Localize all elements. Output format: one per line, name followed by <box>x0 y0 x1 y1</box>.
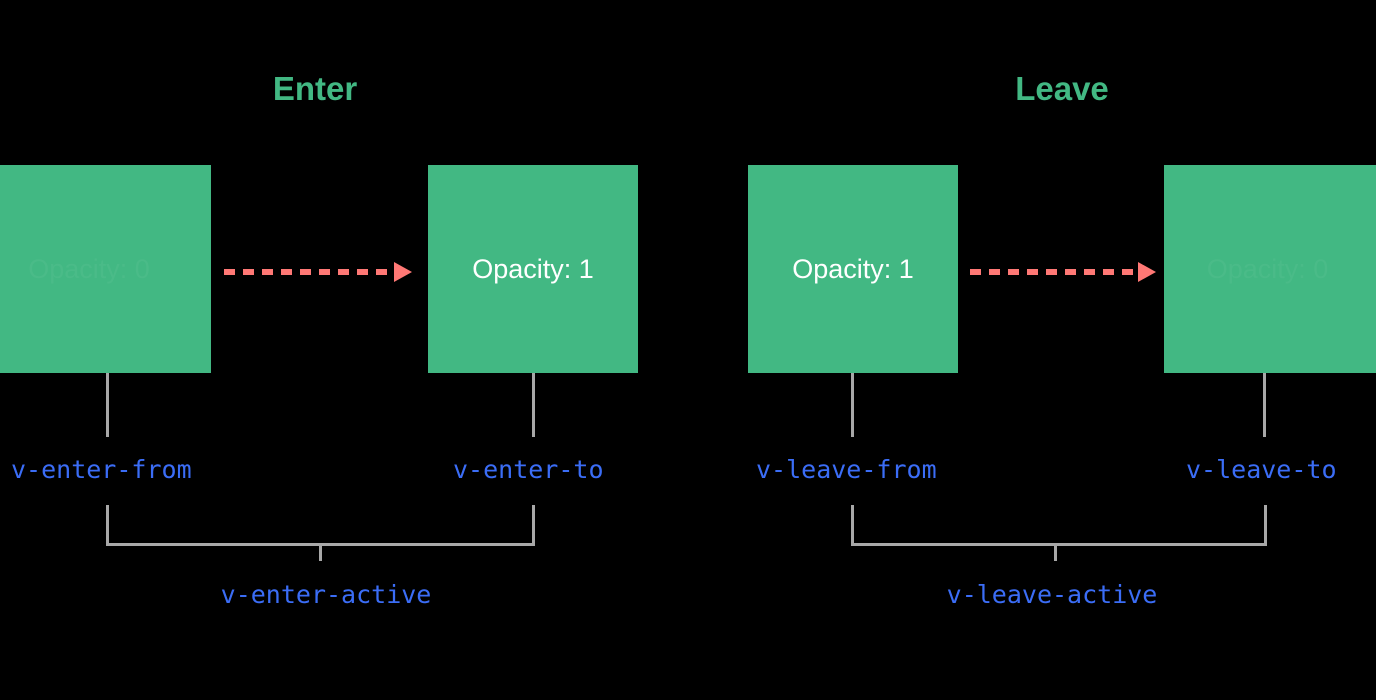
leave-end-box-label: Opacity: 0 <box>1207 255 1329 283</box>
class-label-v-enter-from: v-enter-from <box>11 455 192 484</box>
leave-from-stem <box>851 373 854 437</box>
enter-start-box: Opacity: 0 <box>0 165 211 373</box>
enter-transition-arrow <box>224 262 412 282</box>
class-label-v-leave-to: v-leave-to <box>1186 455 1337 484</box>
leave-arrow-head-icon <box>1138 262 1156 282</box>
enter-end-box: Opacity: 1 <box>428 165 638 373</box>
class-label-v-enter-to: v-enter-to <box>453 455 604 484</box>
leave-active-bracket <box>851 505 1267 546</box>
enter-active-bracket-tick <box>319 543 322 561</box>
leave-start-box-label: Opacity: 1 <box>792 253 914 284</box>
leave-end-box: Opacity: 0 <box>1164 165 1376 373</box>
class-label-v-enter-active: v-enter-active <box>220 580 432 609</box>
leave-start-box: Opacity: 1 <box>748 165 958 373</box>
enter-start-box-label: Opacity: 0 <box>28 255 150 283</box>
enter-from-stem <box>106 373 109 437</box>
leave-arrow-line <box>970 269 1138 275</box>
enter-arrow-line <box>224 269 394 275</box>
leave-transition-arrow <box>970 262 1158 282</box>
leave-to-stem <box>1263 373 1266 437</box>
enter-arrow-head-icon <box>394 262 412 282</box>
section-heading-leave: Leave <box>1015 70 1109 107</box>
leave-active-bracket-tick <box>1054 543 1057 561</box>
class-label-v-leave-from: v-leave-from <box>756 455 937 484</box>
enter-active-bracket <box>106 505 535 546</box>
enter-end-box-label: Opacity: 1 <box>472 253 594 284</box>
enter-to-stem <box>532 373 535 437</box>
section-heading-enter: Enter <box>272 70 358 107</box>
class-label-v-leave-active: v-leave-active <box>946 580 1158 609</box>
